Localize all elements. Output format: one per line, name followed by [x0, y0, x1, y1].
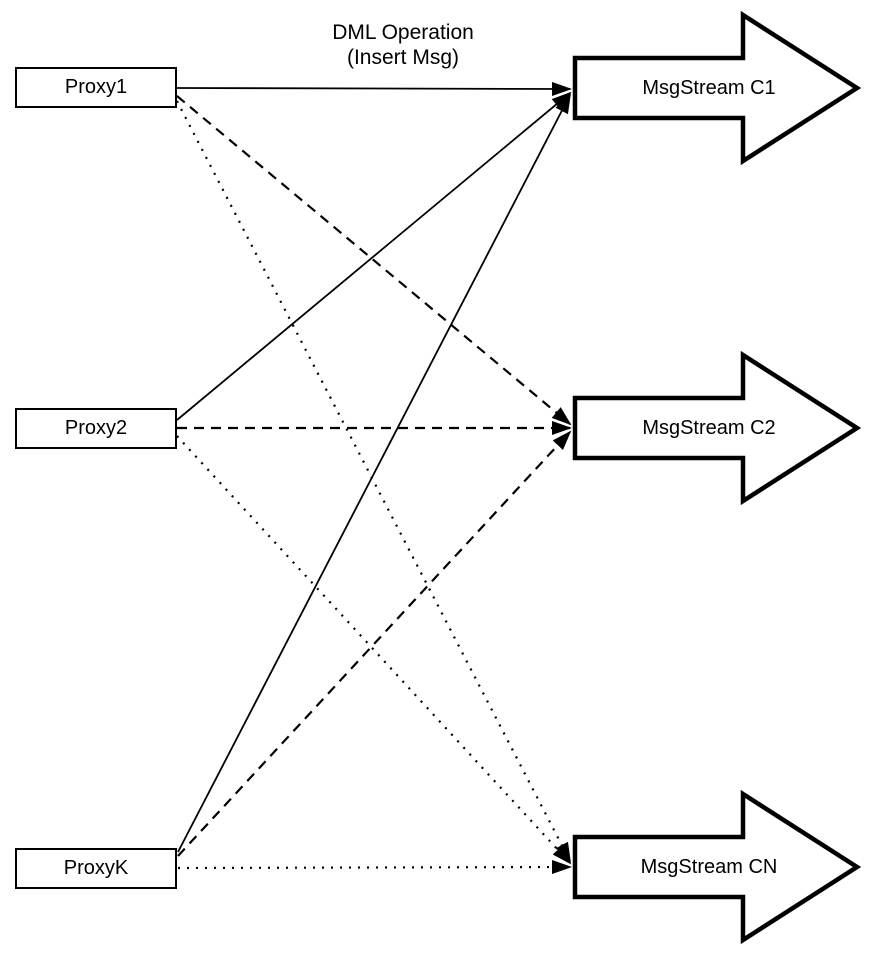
- proxy2-node: Proxy2: [15, 408, 177, 449]
- msgstream-arrow-cn: [572, 789, 862, 945]
- msgstream-cn-label: MsgStream CN: [640, 856, 778, 878]
- edge-proxyk-msgstream-c1: [177, 93, 571, 853]
- dml-operation-label-line2: (Insert Msg): [346, 46, 459, 69]
- edge-proxyk-msgstream-c2: [177, 430, 572, 857]
- dml-operation-label: DML Operation (Insert Msg): [278, 20, 528, 70]
- edge-proxy2-msgstream-c1: [176, 91, 572, 421]
- proxyk-label: ProxyK: [63, 857, 129, 879]
- edge-proxy1-msgstream-cn: [176, 100, 571, 863]
- edge-proxy2-msgstream-cn: [176, 435, 572, 865]
- proxy1-label: Proxy1: [64, 76, 128, 98]
- proxyk-node: ProxyK: [15, 848, 177, 889]
- proxy2-label: Proxy2: [64, 417, 128, 439]
- proxy1-node: Proxy1: [15, 67, 177, 108]
- edge-proxy1-msgstream-c2: [176, 95, 572, 426]
- edge-proxy1-msgstream-c1: [176, 81, 572, 96]
- msgstream-arrow-c1: [572, 10, 862, 166]
- msgstream-arrow-c2: [572, 350, 862, 506]
- msgstream-c1-label: MsgStream C1: [642, 77, 776, 99]
- msgstream-c2-label: MsgStream C2: [642, 417, 776, 439]
- dml-operation-label-line1: DML Operation: [332, 21, 474, 44]
- edge-proxyk-msgstream-cn: [177, 860, 572, 875]
